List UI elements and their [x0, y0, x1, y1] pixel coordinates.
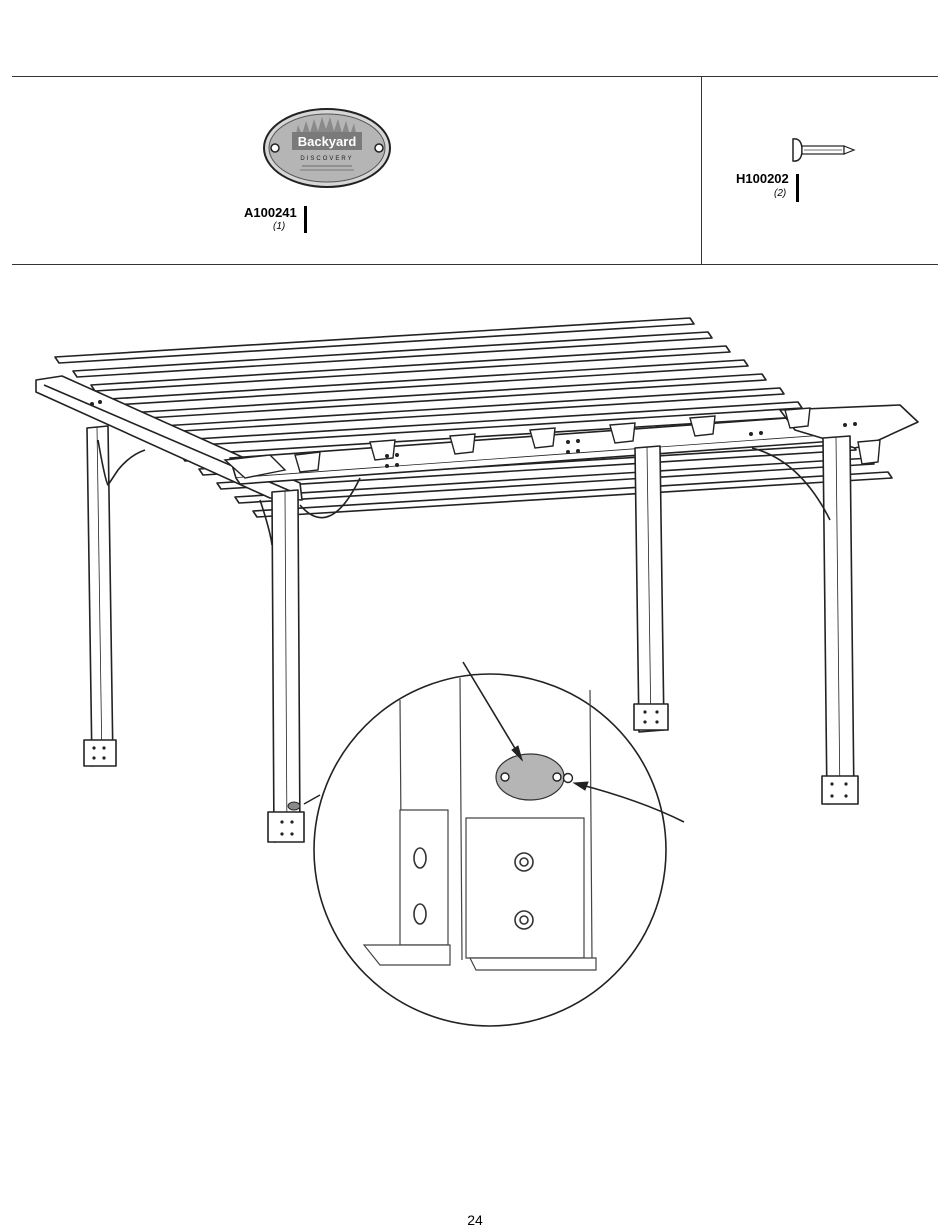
detail-magnifier — [304, 662, 684, 1026]
rafter-slats — [55, 318, 892, 517]
page-number: 24 — [0, 1212, 950, 1228]
